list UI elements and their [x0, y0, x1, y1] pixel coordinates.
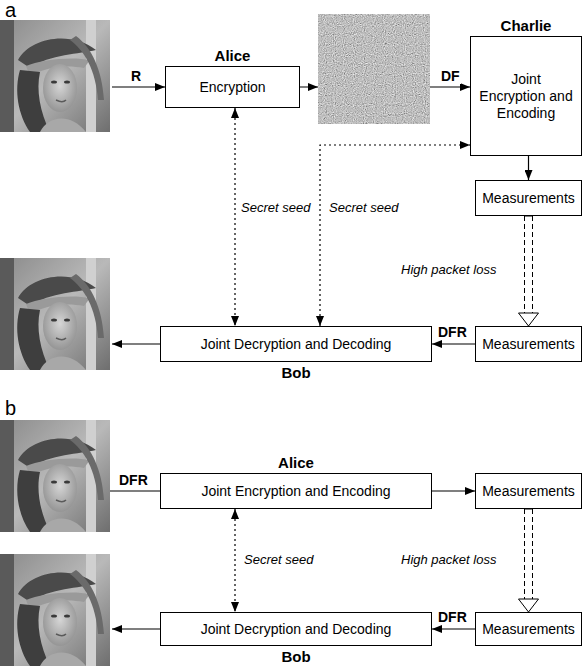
process-box: Measurements: [475, 180, 582, 216]
connector: [519, 216, 539, 326]
party-name: Alice: [126, 47, 339, 64]
party-name: Alice: [121, 454, 471, 471]
connector: [432, 491, 475, 492]
box-text: Joint Encryption and Encoding: [477, 71, 575, 122]
connector-line: [528, 156, 529, 180]
edge-label: High packet loss: [400, 552, 497, 567]
edge-label: DF: [440, 68, 461, 84]
process-box: AliceJoint Encryption and Encoding: [160, 473, 432, 509]
image-recovered: [0, 258, 110, 370]
connector: [235, 108, 236, 326]
process-box: AliceEncryption: [165, 66, 300, 108]
output-arrow: [112, 343, 160, 344]
edge-label: Secret seed: [240, 200, 311, 215]
box-text: Measurements: [482, 621, 575, 638]
image-recovered: [0, 554, 110, 666]
connector-line: [524, 216, 525, 313]
connector-line: [532, 509, 533, 599]
connector: [320, 145, 470, 326]
connector-line: [532, 216, 533, 313]
process-box: Measurements: [475, 326, 582, 362]
process-box: Joint Decryption and DecodingBob: [160, 326, 432, 362]
output-arrow: [112, 628, 160, 629]
party-name: Charlie: [431, 17, 584, 34]
process-box: Joint Decryption and DecodingBob: [160, 612, 432, 646]
edge-label: DFR: [437, 324, 468, 340]
connector: [528, 156, 529, 180]
connector-line: [432, 490, 475, 491]
connector: [235, 509, 236, 612]
box-text: Joint Encryption and Encoding: [201, 483, 390, 500]
signal-name: R: [130, 68, 142, 84]
connector-line: [320, 145, 470, 326]
input-arrow: [112, 86, 165, 87]
connector-line: [524, 509, 525, 599]
connector-line: [432, 628, 475, 629]
party-name: Bob: [121, 648, 471, 665]
box-text: Joint Decryption and Decoding: [201, 621, 392, 638]
box-text: Measurements: [482, 336, 575, 353]
image-original: [0, 20, 110, 132]
arrow-head: [308, 83, 318, 91]
edge-label: Secret seed: [328, 200, 399, 215]
edge-label: High packet loss: [400, 262, 497, 277]
connector: [432, 629, 475, 630]
connector-line: [234, 509, 235, 612]
connector: [519, 509, 539, 612]
edge-label: Secret seed: [243, 552, 314, 567]
signal-name: DFR: [118, 472, 149, 488]
process-box: CharlieJoint Encryption and Encoding: [470, 36, 582, 156]
hollow-arrow-head: [519, 313, 539, 326]
hollow-arrow-head: [519, 599, 539, 612]
box-text: Joint Decryption and Decoding: [201, 336, 392, 353]
party-name: Bob: [121, 364, 471, 381]
image-original: [0, 420, 110, 532]
panel-letter: b: [5, 398, 16, 418]
input-line: [110, 490, 160, 491]
encrypted-image: [318, 14, 430, 124]
box-text: Encryption: [199, 79, 265, 96]
process-box: Measurements: [475, 473, 582, 509]
box-text: Measurements: [482, 190, 575, 207]
connector-line: [432, 343, 475, 344]
process-box: Measurements: [475, 612, 582, 646]
connector: [432, 344, 475, 345]
box-text: Measurements: [482, 483, 575, 500]
edge-label: DFR: [437, 609, 468, 625]
panel-letter: a: [5, 0, 16, 20]
connector-line: [234, 108, 235, 326]
